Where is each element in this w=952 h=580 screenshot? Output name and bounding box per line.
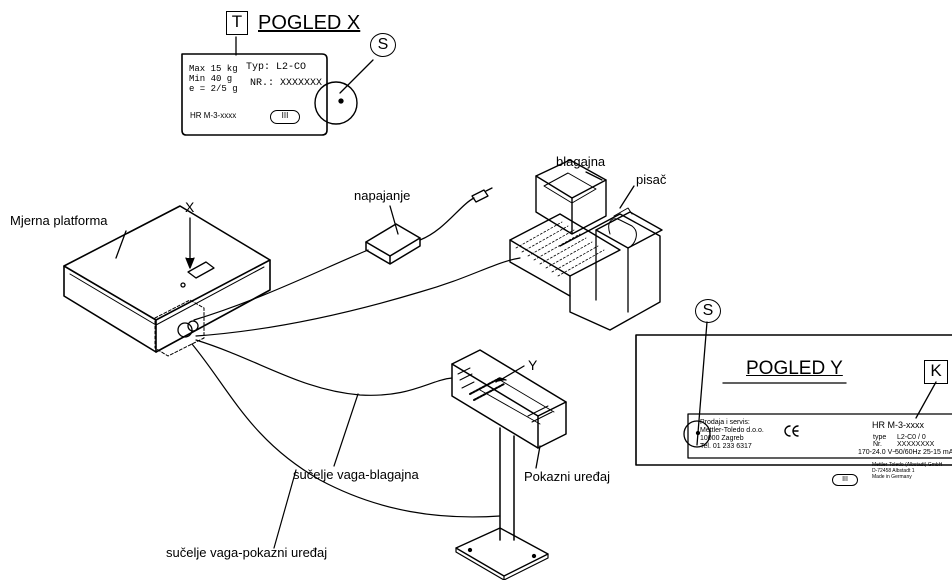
marker-k: K	[924, 360, 948, 384]
plate-x-e: e = 2/5 g	[189, 84, 238, 94]
plate-y-type-value: L2-C0 / 0	[897, 434, 926, 441]
label-platform: Mjerna platforma	[10, 213, 108, 228]
plate-x-oval: III	[270, 110, 300, 124]
marker-s-top: S	[370, 33, 396, 57]
pogled-y-plate	[635, 321, 952, 466]
marker-s-right: S	[695, 299, 721, 323]
plate-x-typ: Typ: L2-CO	[246, 62, 307, 73]
pogled-x-plate	[181, 36, 374, 136]
label-sucelje-pokazni: sučelje vaga-pokazni uređaj	[166, 545, 328, 560]
plate-y-prodaja-4: Tel. 01 233 6317	[700, 443, 752, 450]
plate-y-maker-1: Mettler-Toledo (Albstadt) GmbH	[872, 462, 943, 468]
display-unit	[451, 349, 567, 580]
plate-y-nr-label: Nr.	[873, 441, 882, 448]
plate-y-hr: HR M-3-xxxx	[872, 420, 924, 430]
plate-y-maker-3: Made in Germany	[872, 474, 912, 480]
label-x: X	[185, 199, 195, 215]
plate-y-voltage: 170-24.0 V~	[858, 449, 897, 456]
power-supply	[365, 187, 493, 265]
plate-y-prodaja-1: Prodaja i servis:	[700, 419, 750, 426]
label-sucelje-blagajna: sučelje vaga-blagajna	[293, 467, 419, 482]
plate-y-prodaja-2: Mettler-Toledo d.o.o.	[700, 427, 764, 434]
plate-y-freq: 50/60Hz 25-15 mA	[895, 449, 952, 456]
marker-t: T	[226, 11, 248, 35]
plate-x-hr: HR M-3-xxxx	[190, 111, 237, 120]
plate-y-prodaja-3: 10000 Zagreb	[700, 435, 744, 442]
plate-x-nr: NR.: XXXXXXX	[250, 78, 323, 89]
cash-register	[509, 159, 663, 331]
plate-x-max: Max 15 kg	[189, 64, 238, 74]
cables	[191, 249, 521, 549]
plate-y-oval: III	[832, 474, 858, 486]
measuring-platform	[63, 205, 271, 357]
plate-y-nr-value: XXXXXXXX	[897, 441, 935, 448]
label-y: Y	[528, 357, 538, 373]
label-pisac: pisač	[636, 172, 667, 187]
label-blagajna: blagajna	[556, 154, 606, 169]
pogled-y-title: POGLED Y	[746, 358, 843, 379]
plate-y-type-label: type	[873, 434, 887, 441]
plate-y-maker-2: D-72458 Albstadt 1	[872, 468, 915, 474]
label-pokazni: Pokazni uređaj	[524, 469, 610, 484]
pogled-x-title: POGLED X	[258, 12, 361, 34]
label-napajanje: napajanje	[354, 188, 411, 203]
plate-x-min: Min 40 g	[189, 74, 233, 84]
